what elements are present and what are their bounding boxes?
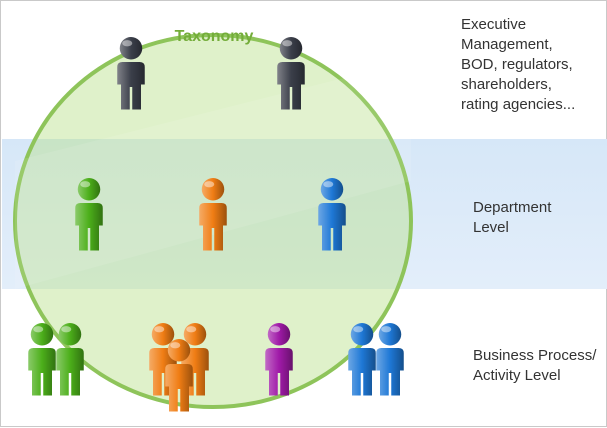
business-process-person-icon-highlight xyxy=(33,326,44,333)
circle-highlight xyxy=(15,61,411,289)
business-process-person-icon-head xyxy=(350,323,374,346)
business-process-person-icon xyxy=(56,323,84,396)
business-process-person-icon-highlight xyxy=(186,326,197,333)
diagram-title: Taxonomy xyxy=(175,28,254,45)
business-process-person-icon-highlight xyxy=(381,326,392,333)
department-person-icon-head xyxy=(77,178,101,201)
business-process-person-icon xyxy=(348,323,376,396)
business-process-person-icon-body xyxy=(376,348,404,396)
business-process-person-icon-head xyxy=(167,339,191,362)
department-person-icon-body xyxy=(199,203,227,251)
department-person-icon-highlight xyxy=(80,181,91,188)
business-process-person-icon-body xyxy=(56,348,84,396)
executive-person-icon-head xyxy=(279,37,303,60)
executive-person-icon-head xyxy=(119,37,143,60)
department-person-icon xyxy=(318,178,346,251)
business-process-person-icon-head xyxy=(58,323,82,346)
executive-tier-label: Executive Management, BOD, regulators, s… xyxy=(461,16,576,113)
department-level-band xyxy=(2,139,607,289)
business-process-person-icon-body xyxy=(28,348,56,396)
business-process-person-icon-head xyxy=(267,323,291,346)
business-process-tier-label: Business Process/ Activity Level xyxy=(473,347,597,384)
executive-person-icon xyxy=(277,37,305,110)
executive-person-icon-body xyxy=(117,62,145,110)
business-process-person-icon-highlight xyxy=(154,326,165,333)
business-process-person-icon-body xyxy=(165,364,193,412)
executive-person-icon-highlight xyxy=(282,40,293,47)
executive-person-icon xyxy=(117,37,145,110)
department-person-icon-body xyxy=(75,203,103,251)
department-tier-label: Department Level xyxy=(473,199,552,236)
business-process-person-icon-highlight xyxy=(270,326,281,333)
people-layer xyxy=(28,37,404,412)
department-person-icon xyxy=(75,178,103,251)
department-person-icon-head xyxy=(201,178,225,201)
department-person-icon xyxy=(199,178,227,251)
business-process-person-icon xyxy=(28,323,56,396)
business-process-person-icon-head xyxy=(151,323,175,346)
business-process-person-icon-body xyxy=(265,348,293,396)
business-process-person-icon-highlight xyxy=(61,326,72,333)
business-process-person-icon-highlight xyxy=(170,342,181,349)
business-process-person-icon xyxy=(376,323,404,396)
department-person-icon-head xyxy=(320,178,344,201)
executive-person-icon-highlight xyxy=(122,40,133,47)
business-process-person-icon-head xyxy=(183,323,207,346)
department-person-icon-body xyxy=(318,203,346,251)
business-process-person-icon-head xyxy=(30,323,54,346)
business-process-person-icon-highlight xyxy=(353,326,364,333)
executive-person-icon-body xyxy=(277,62,305,110)
department-person-icon-highlight xyxy=(323,181,334,188)
business-process-person-icon xyxy=(265,323,293,396)
business-process-person-icon-head xyxy=(378,323,402,346)
business-process-person-icon-body xyxy=(348,348,376,396)
department-person-icon-highlight xyxy=(204,181,215,188)
business-process-person-icon xyxy=(165,339,193,412)
